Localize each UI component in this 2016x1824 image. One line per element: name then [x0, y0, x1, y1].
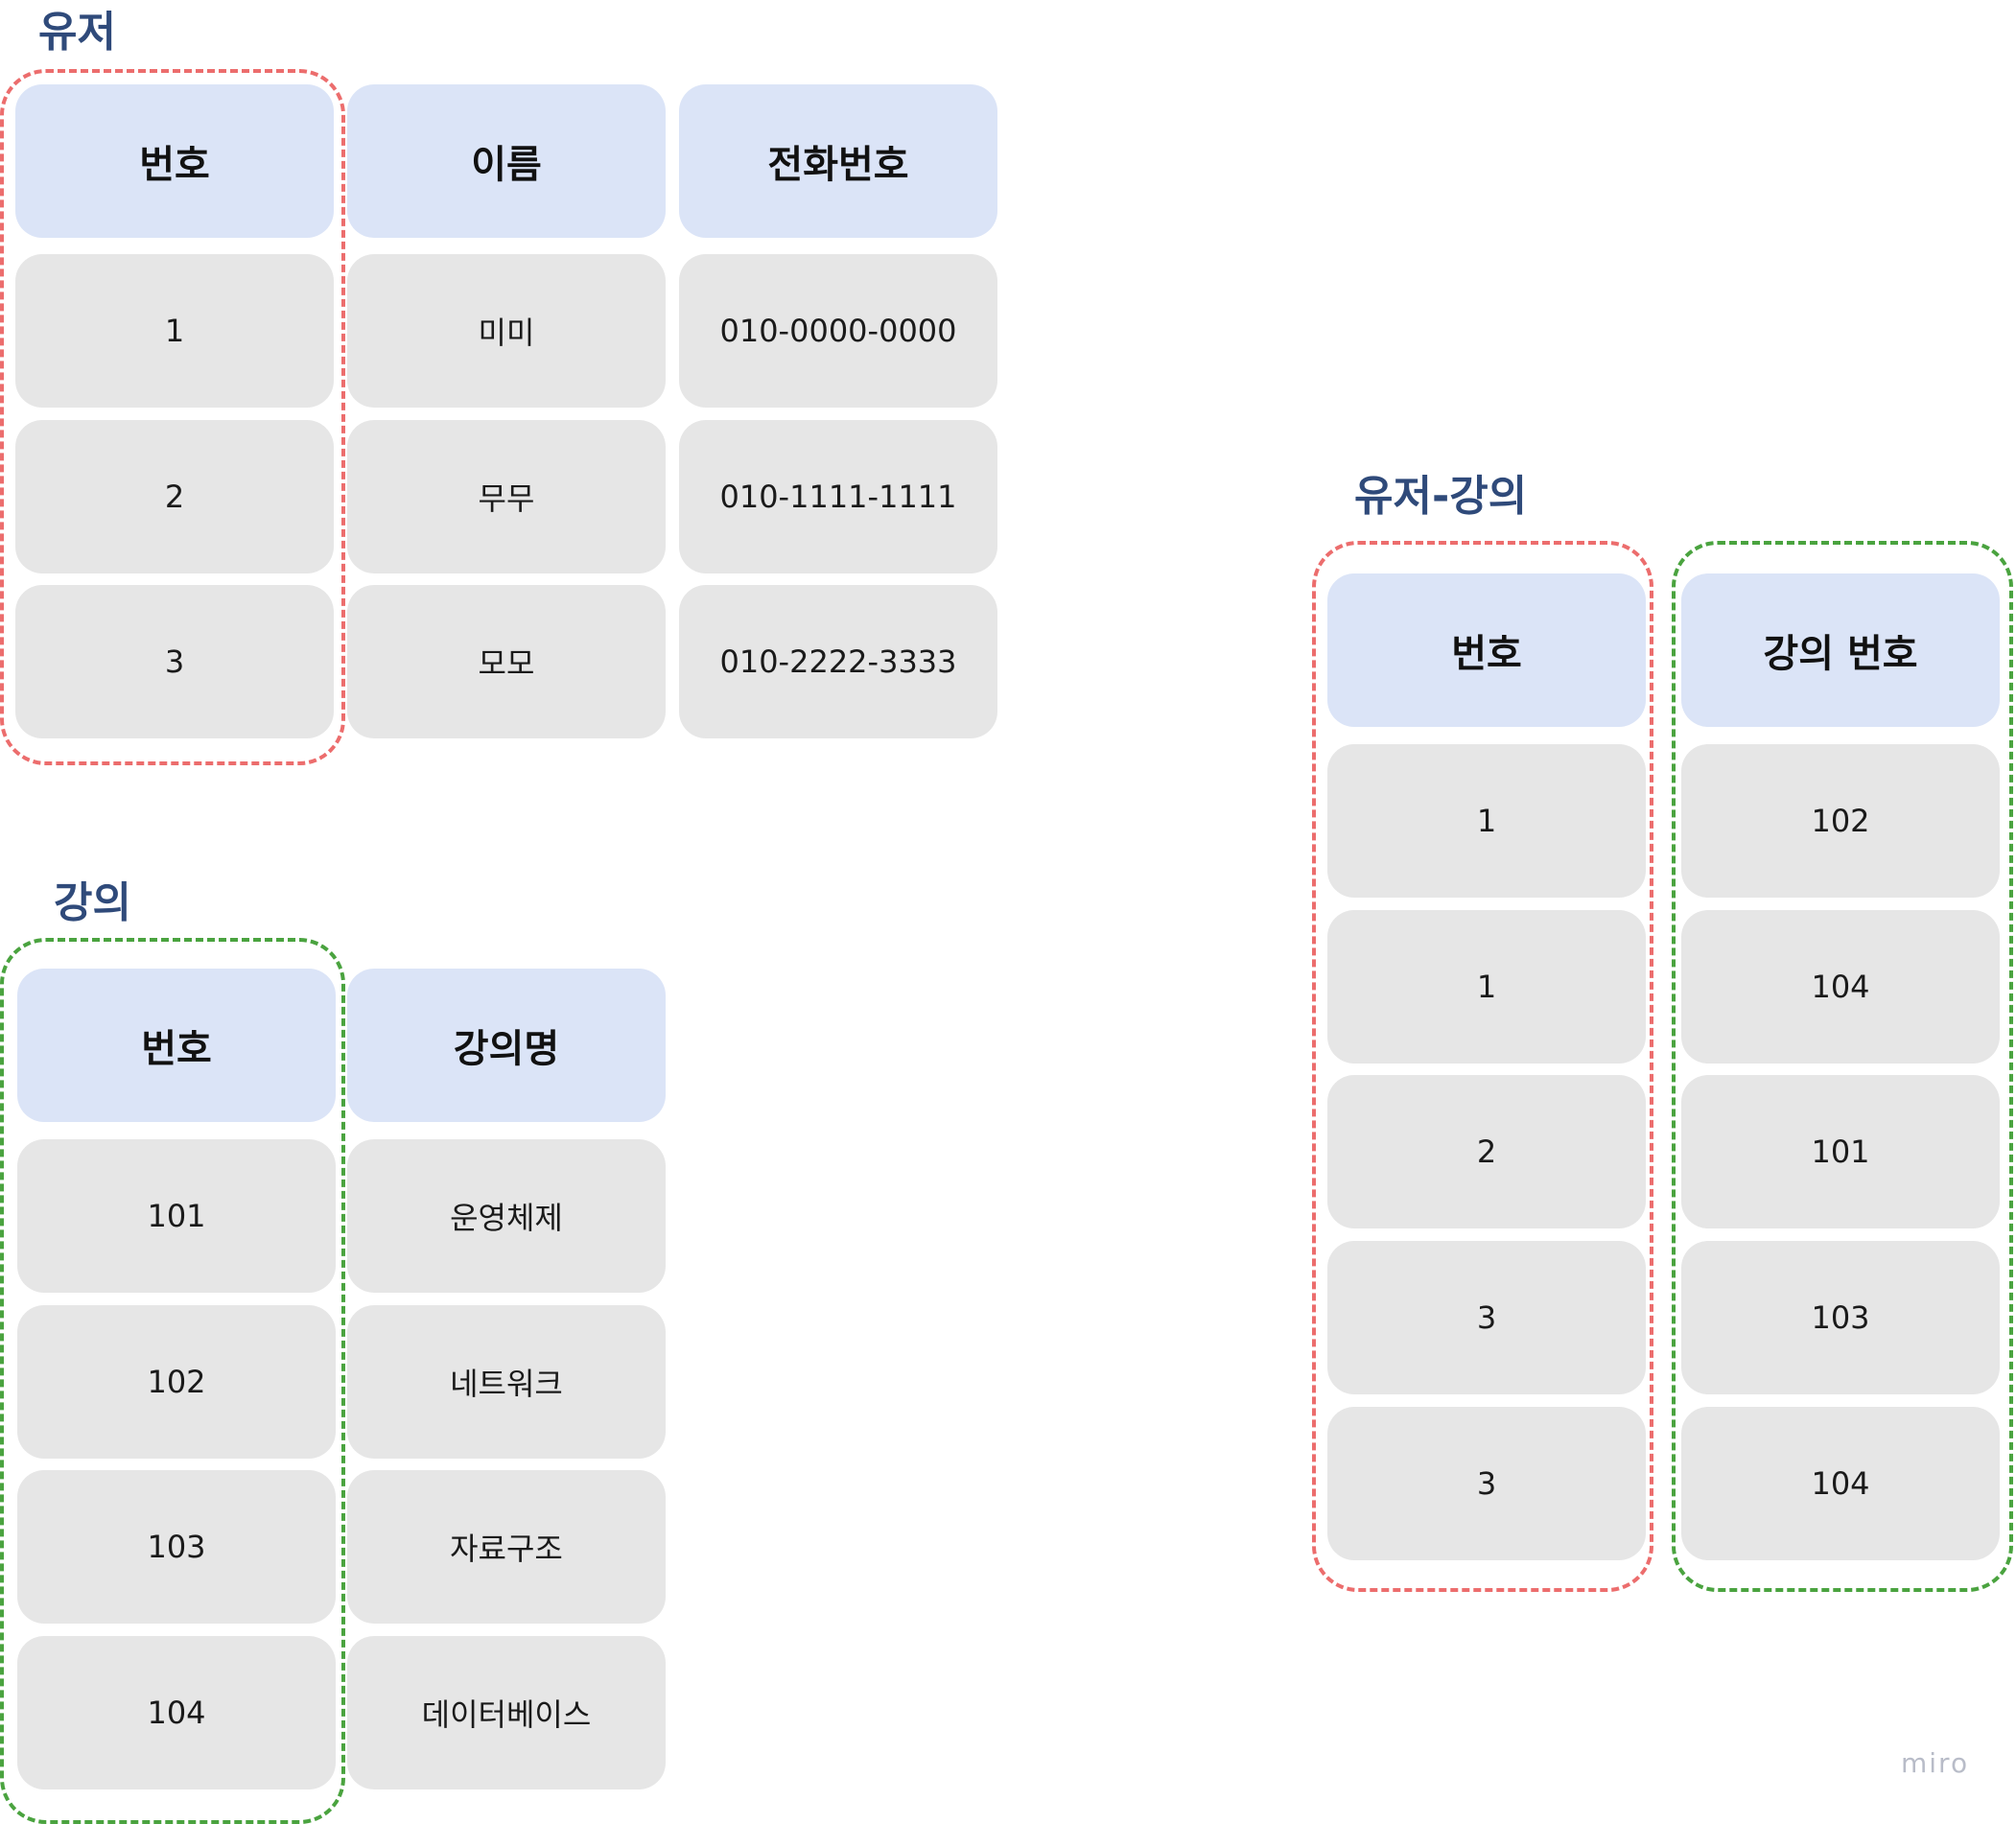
course-cell-number: 102	[17, 1305, 336, 1459]
user-course-cell-course-number: 101	[1681, 1075, 2000, 1228]
user-course-cell-course-number: 102	[1681, 744, 2000, 898]
course-cell-number: 103	[17, 1470, 336, 1624]
course-header-title: 강의명	[347, 969, 666, 1122]
user-cell-phone: 010-2222-3333	[679, 585, 997, 738]
user-course-cell-user-number: 3	[1327, 1241, 1646, 1394]
user-course-cell-user-number: 3	[1327, 1407, 1646, 1560]
user-cell-number: 2	[15, 420, 334, 573]
user-cell-number: 1	[15, 254, 334, 408]
course-cell-title: 운영체제	[347, 1139, 666, 1293]
user-course-cell-course-number: 104	[1681, 910, 2000, 1064]
course-cell-title: 네트워크	[347, 1305, 666, 1459]
user-course-cell-course-number: 104	[1681, 1407, 2000, 1560]
user-header-name: 이름	[347, 84, 666, 238]
user-cell-number: 3	[15, 585, 334, 738]
user-table-title: 유저	[38, 8, 116, 57]
course-cell-number: 104	[17, 1636, 336, 1789]
user-course-cell-user-number: 1	[1327, 744, 1646, 898]
miro-watermark: miro	[1901, 1747, 1970, 1779]
user-course-cell-course-number: 103	[1681, 1241, 2000, 1394]
user-cell-phone: 010-1111-1111	[679, 420, 997, 573]
user-course-header-user-number: 번호	[1327, 573, 1646, 727]
user-cell-name: 미미	[347, 254, 666, 408]
user-cell-name: 무무	[347, 420, 666, 573]
user-course-cell-user-number: 2	[1327, 1075, 1646, 1228]
user-course-table-title: 유저-강의	[1354, 472, 1528, 521]
course-cell-title: 데이터베이스	[347, 1636, 666, 1789]
course-table-title: 강의	[54, 878, 131, 927]
course-cell-title: 자료구조	[347, 1470, 666, 1624]
user-course-cell-user-number: 1	[1327, 910, 1646, 1064]
user-header-number: 번호	[15, 84, 334, 238]
user-header-phone: 전화번호	[679, 84, 997, 238]
course-header-number: 번호	[17, 969, 336, 1122]
user-cell-name: 모모	[347, 585, 666, 738]
user-cell-phone: 010-0000-0000	[679, 254, 997, 408]
user-course-header-course-number: 강의 번호	[1681, 573, 2000, 727]
course-cell-number: 101	[17, 1139, 336, 1293]
